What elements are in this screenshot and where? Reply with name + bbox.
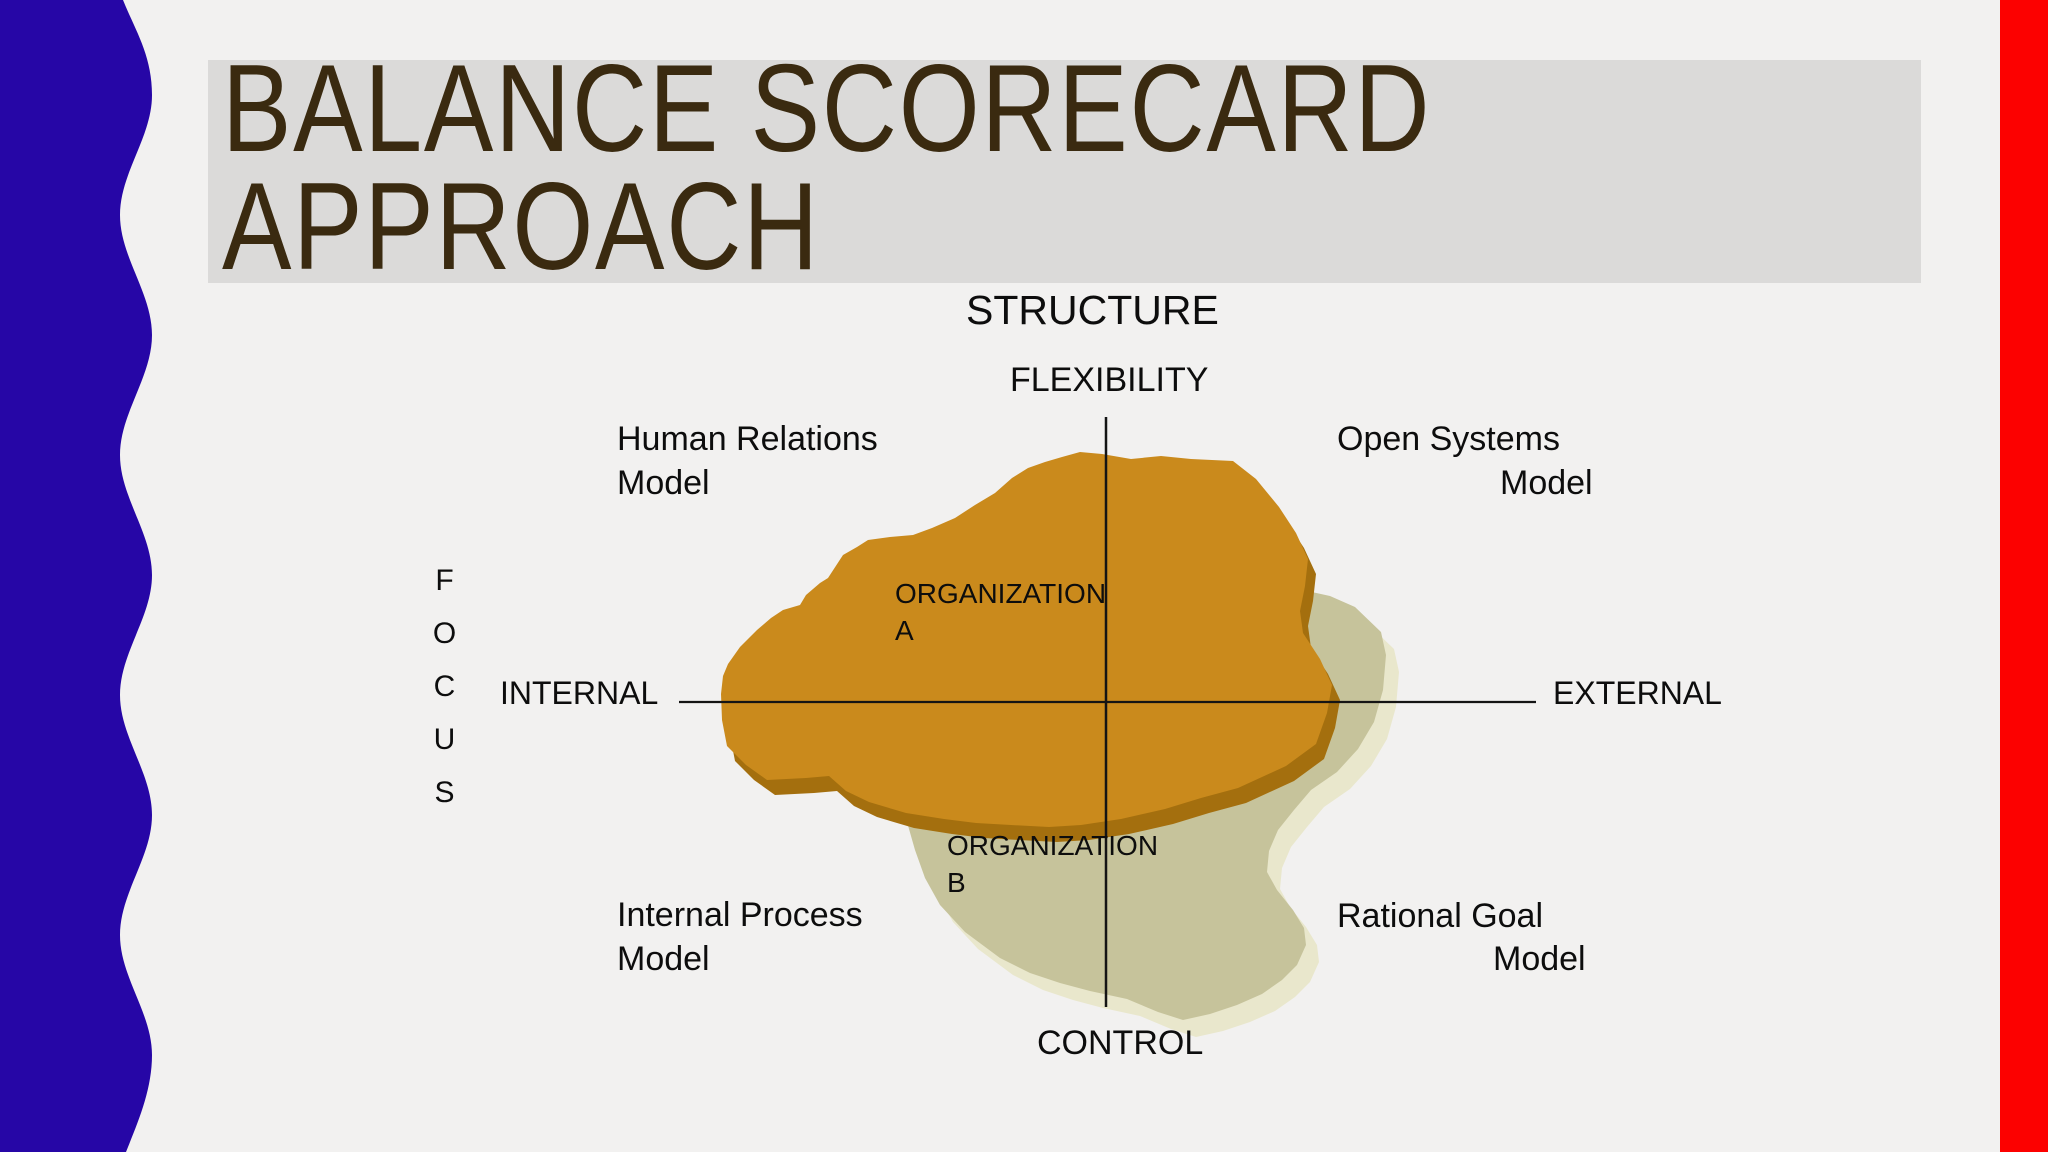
red-stripe bbox=[2000, 0, 2048, 1152]
title-line-1: BALANCE SCORECARD bbox=[222, 40, 1432, 178]
quadrant-label-open-systems-line2: Model bbox=[1500, 464, 1593, 502]
blue-wave-shape bbox=[0, 0, 152, 1152]
quadrant-internal-process-line2: Model bbox=[617, 940, 710, 978]
internal-axis-label: INTERNAL bbox=[500, 675, 659, 711]
quadrant-label-rational-goal-line2: Model bbox=[1493, 940, 1586, 978]
organization-a-line1: ORGANIZATION bbox=[895, 578, 1107, 609]
quadrant-human-relations-line2: Model bbox=[617, 464, 710, 502]
organization-b-line1: ORGANIZATION bbox=[947, 830, 1159, 861]
quadrant-label-rational-goal-line1: Rational Goal bbox=[1337, 897, 1544, 935]
focus-axis-title: FOCUS bbox=[428, 564, 461, 829]
organization-a-label: ORGANIZATION A bbox=[895, 575, 1106, 649]
organization-a-shape bbox=[721, 452, 1332, 827]
quadrant-label-open-systems-line1: Open Systems bbox=[1337, 420, 1560, 458]
title-band bbox=[208, 60, 1921, 283]
organization-b-line2: B bbox=[947, 867, 966, 898]
organization-a-line2: A bbox=[895, 615, 914, 646]
flexibility-axis-label: FLEXIBILITY bbox=[1010, 361, 1209, 399]
structure-axis-title: STRUCTURE bbox=[966, 287, 1219, 333]
quadrant-human-relations-line1: Human Relations bbox=[617, 420, 878, 458]
external-axis-label: EXTERNAL bbox=[1553, 675, 1722, 711]
organization-b-label: ORGANIZATION B bbox=[947, 827, 1158, 901]
title-line-2: APPROACH bbox=[222, 158, 821, 296]
quadrant-internal-process-line1: Internal Process bbox=[617, 896, 863, 934]
control-axis-label: CONTROL bbox=[1037, 1024, 1204, 1062]
